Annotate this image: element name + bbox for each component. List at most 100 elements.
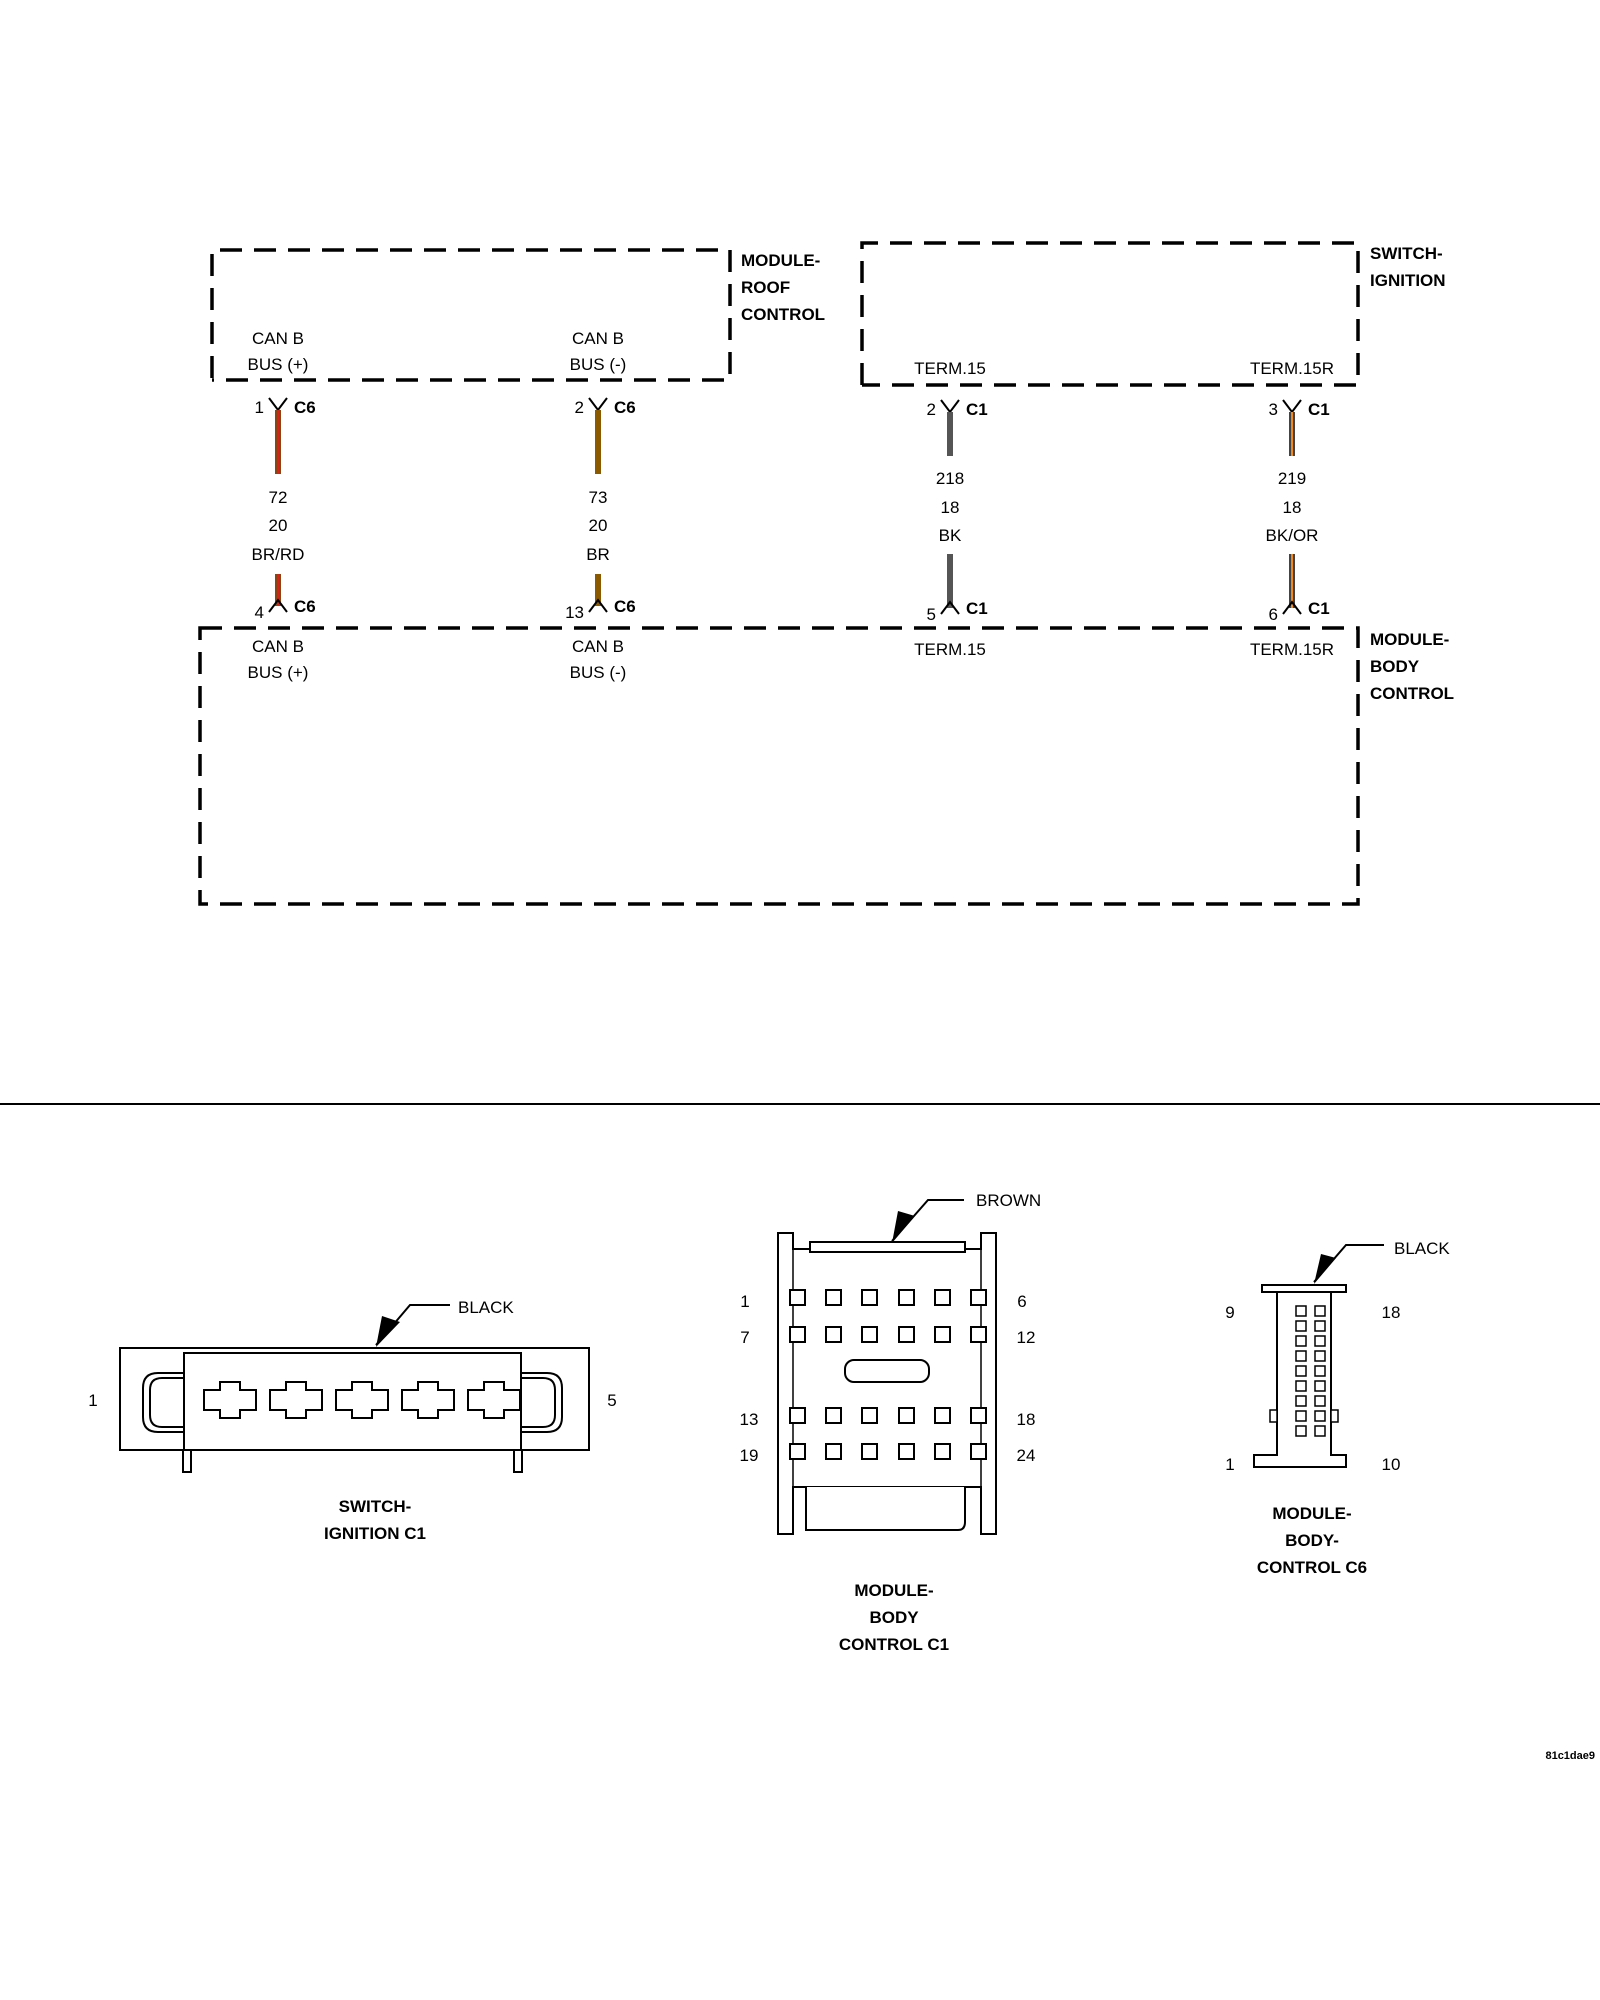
c218-top-label: TERM.15 (914, 359, 986, 378)
ignition-c1-color: BLACK (458, 1298, 514, 1317)
body-c6-cavity (1295, 1365, 1307, 1377)
c218-bottom-label: TERM.15 (914, 640, 986, 659)
ignition-c1-caption-2: IGNITION C1 (324, 1524, 426, 1543)
body-c1-cavity (789, 1407, 806, 1424)
c72-bottom-terminal-icon (268, 598, 288, 613)
body-c1-cavity (934, 1407, 951, 1424)
body-c6-cavity (1295, 1410, 1307, 1422)
c73-top-terminal-icon (588, 397, 608, 412)
c73-top-label-2: BUS (-) (570, 355, 627, 374)
body-c6-cavity (1295, 1305, 1307, 1317)
body-c1-cavity (934, 1326, 951, 1343)
ignition-c1-pin-right: 5 (607, 1391, 616, 1410)
switch-ignition-name-1: SWITCH- (1370, 244, 1443, 263)
c73-top-connector: C6 (614, 398, 636, 417)
module-roof-name-3: CONTROL (741, 305, 825, 324)
body-c1-cavity (861, 1326, 878, 1343)
body-c1-cavity (970, 1443, 987, 1460)
body-c6-caption-3: CONTROL C6 (1257, 1558, 1367, 1577)
body-c6-pin-18: 18 (1382, 1303, 1401, 1322)
body-c6-cavity (1295, 1425, 1307, 1437)
ignition-c1-pin-left: 1 (88, 1391, 97, 1410)
body-c1-cavity (789, 1289, 806, 1306)
ignition-c1-caption-1: SWITCH- (339, 1497, 412, 1516)
c73-gauge: 20 (589, 516, 608, 535)
c218-bottom-pin: 5 (927, 605, 936, 624)
body-c1-cavity (934, 1443, 951, 1460)
body-c1-cavity (898, 1289, 915, 1306)
body-c1-cavities (789, 1289, 987, 1460)
c218-top-terminal-icon (940, 399, 960, 414)
module-body-name-2: BODY (1370, 657, 1420, 676)
module-body-control: MODULE- BODY CONTROL (198, 626, 1454, 906)
circuit-73: CAN B BUS (-) 2 C6 73 20 BR 13 C6 CAN B … (565, 329, 636, 682)
c73-circuit-number: 73 (589, 488, 608, 507)
c72-top-label-1: CAN B (252, 329, 304, 348)
body-c6-cavity (1314, 1335, 1326, 1347)
c218-top-pin: 2 (927, 400, 936, 419)
body-c1-cavity (825, 1443, 842, 1460)
body-c6-cavity (1295, 1320, 1307, 1332)
c219-bottom-terminal-icon (1282, 600, 1302, 615)
body-c1-row3-right: 18 (1017, 1410, 1036, 1429)
c219-color-code: BK/OR (1266, 526, 1319, 545)
c219-gauge: 18 (1283, 498, 1302, 517)
c73-color-code: BR (586, 545, 610, 564)
body-c6-cavity (1314, 1350, 1326, 1362)
body-c6-cavity (1314, 1380, 1326, 1392)
body-c1-caption-2: BODY (869, 1608, 919, 1627)
body-c1-row1-right: 6 (1017, 1292, 1026, 1311)
body-c1-cavity (825, 1326, 842, 1343)
c218-gauge: 18 (941, 498, 960, 517)
module-body-name-1: MODULE- (1370, 630, 1449, 649)
c219-top-label: TERM.15R (1250, 359, 1334, 378)
body-c1-cavity (898, 1443, 915, 1460)
body-c1-color: BROWN (976, 1191, 1041, 1210)
c219-bottom-label: TERM.15R (1250, 640, 1334, 659)
body-c6-cavity (1295, 1380, 1307, 1392)
body-c6-cavity (1314, 1320, 1326, 1332)
connector-body-c1: BROWN 1 6 7 12 13 18 19 24 MODULE- BODY … (740, 1191, 1042, 1654)
c72-circuit-number: 72 (269, 488, 288, 507)
body-c6-housing (1253, 1291, 1347, 1468)
c219-wire-stripe-lower (1291, 554, 1293, 608)
switch-ignition-name-2: IGNITION (1370, 271, 1446, 290)
c72-top-pin: 1 (255, 398, 264, 417)
circuit-218: TERM.15 2 C1 218 18 BK 5 C1 TERM.15 (914, 359, 988, 659)
c219-top-connector: C1 (1308, 400, 1330, 419)
c219-bottom-connector: C1 (1308, 599, 1330, 618)
body-c1-cavity (898, 1326, 915, 1343)
body-c1-row3-left: 13 (740, 1410, 759, 1429)
body-c1-latch (844, 1359, 930, 1383)
c73-bottom-label-1: CAN B (572, 637, 624, 656)
body-c6-cavities (1295, 1305, 1326, 1437)
module-roof-name-2: ROOF (741, 278, 790, 297)
c219-top-terminal-icon (1282, 399, 1302, 414)
ignition-c1-arrow-icon (376, 1316, 400, 1347)
c72-bottom-label-2: BUS (+) (248, 663, 309, 682)
c73-bottom-terminal-icon (588, 598, 608, 613)
body-c1-cavity (970, 1326, 987, 1343)
c218-circuit-number: 218 (936, 469, 964, 488)
c73-top-label-1: CAN B (572, 329, 624, 348)
body-c6-arrow-icon (1314, 1254, 1336, 1284)
body-c6-cavity (1314, 1305, 1326, 1317)
c218-top-connector: C1 (966, 400, 988, 419)
body-c6-cavity (1295, 1395, 1307, 1407)
body-c6-caption-2: BODY- (1285, 1531, 1339, 1550)
body-c6-cavity (1295, 1350, 1307, 1362)
c72-wire-stripe-upper (277, 410, 279, 474)
body-c6-cavity (1295, 1335, 1307, 1347)
c219-circuit-number: 219 (1278, 469, 1306, 488)
body-c1-cavity (789, 1326, 806, 1343)
switch-ignition: SWITCH- IGNITION (860, 241, 1446, 387)
body-c6-pin-10: 10 (1382, 1455, 1401, 1474)
body-c6-pin-1: 1 (1225, 1455, 1234, 1474)
c72-gauge: 20 (269, 516, 288, 535)
module-roof-name-1: MODULE- (741, 251, 820, 270)
body-c1-row4-left: 19 (740, 1446, 759, 1465)
c73-wire-upper (595, 410, 601, 474)
body-c1-cavity (970, 1289, 987, 1306)
body-c1-caption-1: MODULE- (854, 1581, 933, 1600)
c218-bottom-terminal-icon (940, 600, 960, 615)
